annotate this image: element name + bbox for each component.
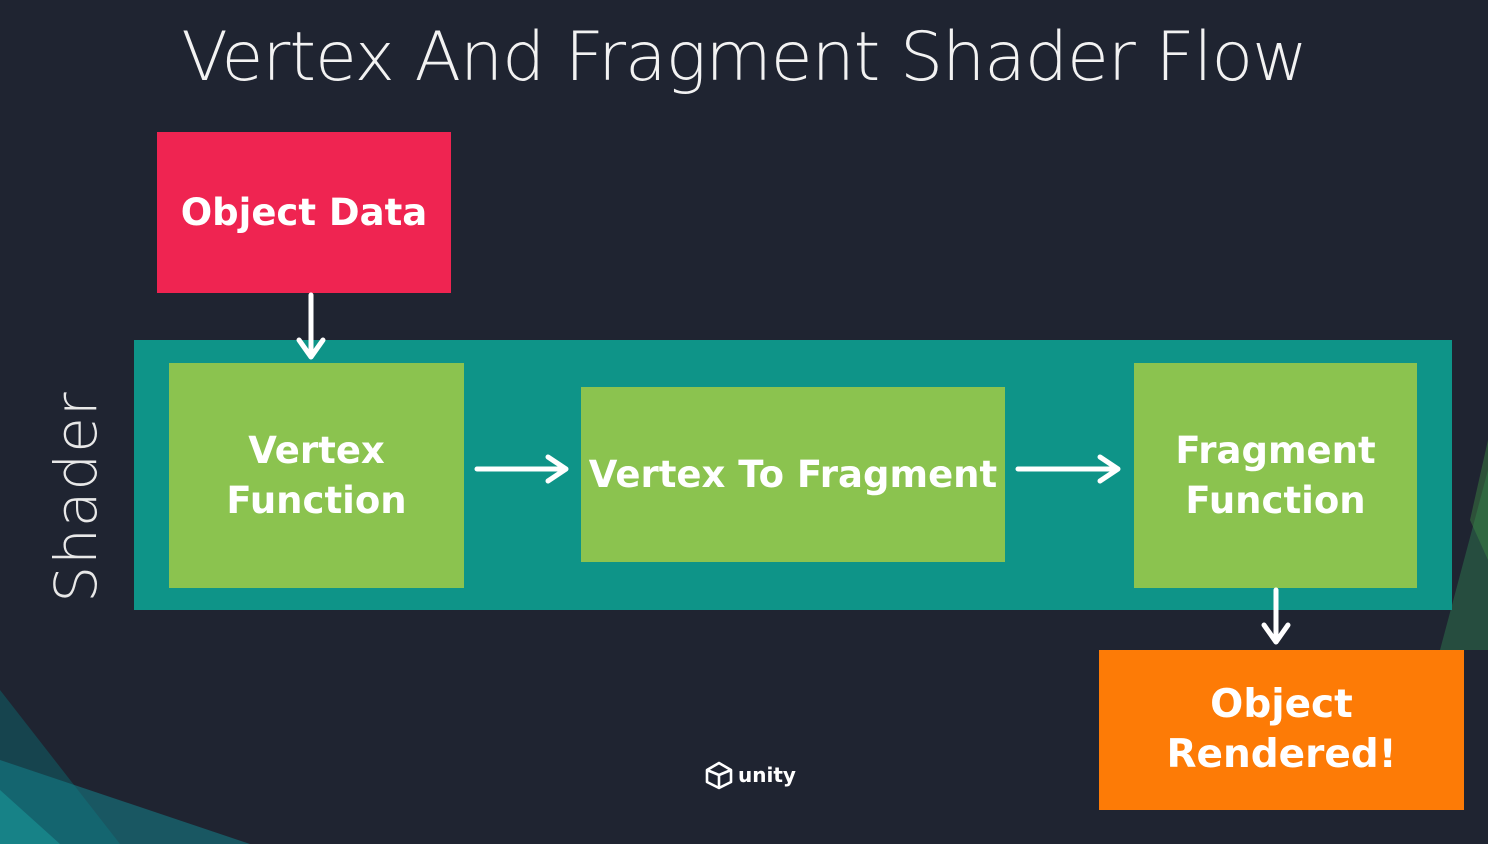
vertex-function-label: Vertex Function	[226, 428, 407, 522]
unity-logo-text: unity	[738, 763, 796, 787]
vertex-function-box: Vertex Function	[169, 363, 464, 588]
shader-label: Shader	[42, 391, 110, 603]
unity-logo: unity	[704, 760, 796, 790]
unity-cube-icon	[705, 761, 733, 790]
bg-shape-right-1	[1440, 470, 1488, 650]
vertex-to-fragment-label: Vertex To Fragment	[588, 452, 998, 496]
object-data-box: Object Data	[157, 132, 451, 293]
object-rendered-label: Object Rendered!	[1166, 682, 1397, 777]
fragment-function-box: Fragment Function	[1134, 363, 1417, 588]
vertex-to-fragment-box: Vertex To Fragment	[581, 387, 1005, 562]
slide-title: Vertex And Fragment Shader Flow	[181, 18, 1307, 97]
bg-shape-bottom-left-2	[0, 760, 250, 844]
bg-shape-bottom-left-3	[0, 790, 60, 844]
fragment-function-label: Fragment Function	[1175, 428, 1376, 522]
bg-shape-right-2	[1470, 440, 1488, 560]
object-data-label: Object Data	[180, 190, 428, 234]
object-rendered-box: Object Rendered!	[1099, 650, 1464, 810]
